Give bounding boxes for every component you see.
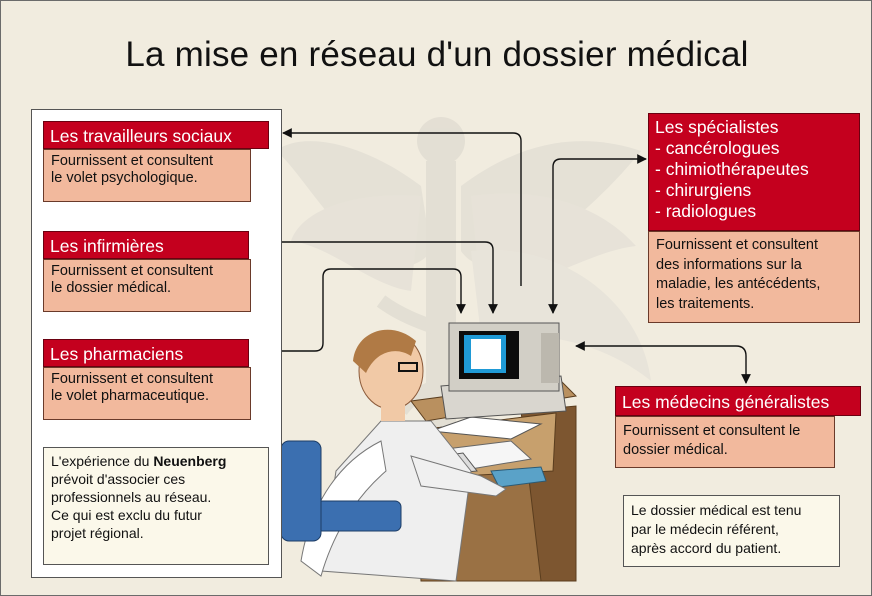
arrow-pharmacists [256,268,466,356]
specialists-description: Fournissent et consultent des informatio… [648,231,860,323]
nurses-description: Fournissent et consultent le dossier méd… [43,259,251,312]
computer-illustration [440,322,567,420]
arrow-specialists [548,154,647,314]
gps-description: Fournissent et consultent le dossier méd… [615,416,835,468]
pharmacists-header: Les pharmaciens [43,339,249,367]
arrow-nurses [256,237,498,314]
gps-header: Les médecins généralistes [615,386,861,416]
page-title: La mise en réseau d'un dossier médical [125,35,749,74]
social-workers-description: Fournissent et consultent le volet psych… [43,149,251,202]
pharmacists-description: Fournissent et consultent le volet pharm… [43,367,251,420]
connector-arrows [256,128,751,384]
arrow-gps [575,341,751,384]
neuenberg-note: L'expérience du Neuenberg prévoit d'asso… [43,447,269,565]
arrow-social [282,128,522,286]
nurses-header: Les infirmières [43,231,249,259]
specialists-header: Les spécialistes - cancérologues - chimi… [648,113,860,231]
referent-note: Le dossier médical est tenu par le médec… [623,495,840,567]
social-workers-header: Les travailleurs sociaux [43,121,269,149]
doctor-illustration [280,329,507,582]
